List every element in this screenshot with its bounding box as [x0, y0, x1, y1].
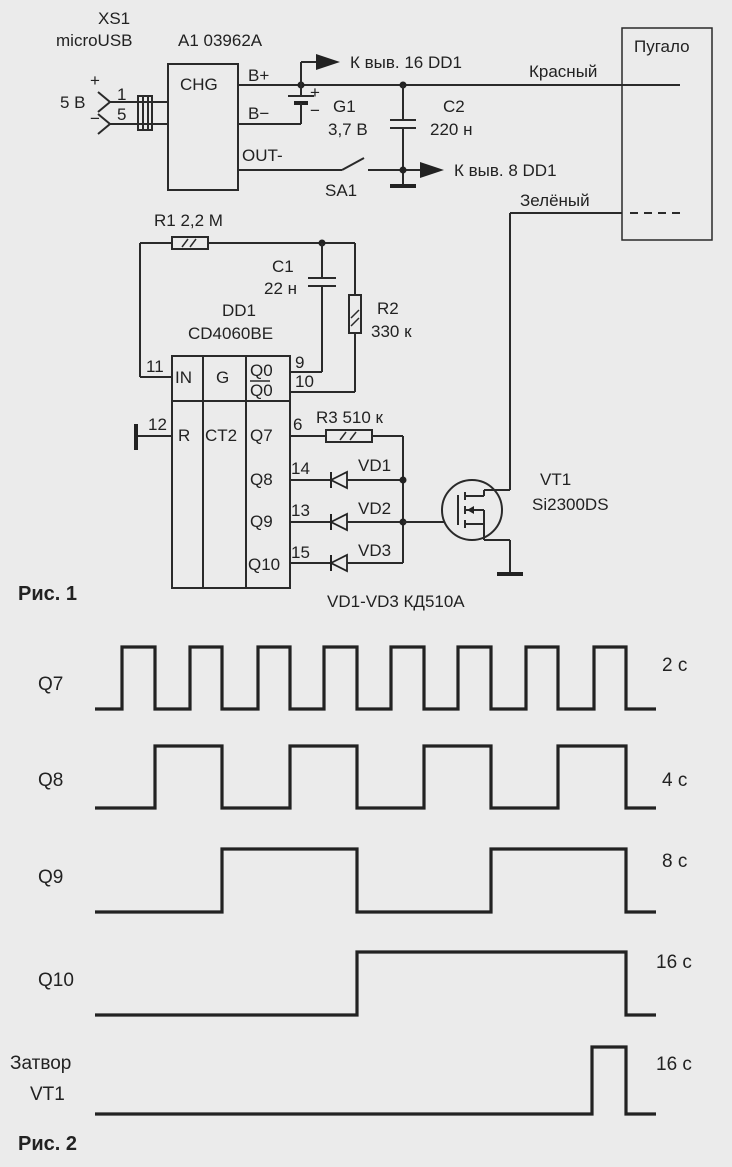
- dd1-pin-q7: Q7: [250, 426, 273, 445]
- vd3-diode-symbol: [290, 553, 403, 573]
- c1-capacitor-symbol: [290, 243, 336, 373]
- dd1-pin-in: IN: [175, 368, 192, 387]
- signal-q8-label: Q8: [38, 770, 63, 791]
- dd1-type-label: CD4060BE: [188, 324, 273, 343]
- a1-charger-module: [167, 63, 239, 191]
- pin-number-10: 10: [295, 372, 314, 391]
- g1-plus-sign: +: [310, 83, 320, 102]
- signal-gate-label: Затвор: [10, 1053, 71, 1074]
- pin-number-13: 13: [291, 501, 310, 520]
- r3-resistor-symbol: [290, 429, 404, 563]
- junction-dot: [399, 476, 407, 484]
- vd1-label: VD1: [358, 456, 391, 475]
- a1-chg-label: CHG: [180, 75, 218, 94]
- vd3-label: VD3: [358, 541, 391, 560]
- r3-label: R3 510 к: [316, 408, 384, 427]
- xs1-connector-symbol: [97, 91, 168, 135]
- a1-label: A1 03962A: [178, 31, 263, 50]
- xs1-plus-sign: +: [90, 71, 100, 90]
- c2-label: C2: [443, 97, 465, 116]
- supply-voltage-label: 5 В: [60, 93, 86, 112]
- signal-q7-period: 2 с: [662, 655, 687, 676]
- scarecrow-box: [621, 27, 713, 241]
- signal-q7-waveform: [95, 645, 656, 711]
- signal-q9-label: Q9: [38, 867, 63, 888]
- bplus-label: B+: [248, 66, 269, 85]
- bminus-label: B−: [248, 104, 269, 123]
- dd1-pin-q9: Q9: [250, 512, 273, 531]
- c2-value-label: 220 н: [430, 120, 472, 139]
- vd2-label: VD2: [358, 499, 391, 518]
- dd1-pin-q8: Q8: [250, 470, 273, 489]
- c1-value-label: 22 н: [264, 279, 297, 298]
- dd1-chip: [171, 355, 291, 589]
- signal-q8-period: 4 с: [662, 770, 687, 791]
- xs1-label: XS1: [98, 9, 130, 28]
- g1-voltage-label: 3,7 В: [328, 120, 368, 139]
- r2-value-label: 330 к: [371, 322, 412, 341]
- pin-number-15: 15: [291, 543, 310, 562]
- vd2-diode-symbol: [290, 512, 403, 532]
- pin-number-11: 11: [146, 357, 164, 376]
- xs1-minus-sign: −: [90, 109, 100, 128]
- pin-number-6: 6: [293, 415, 302, 434]
- signal-q10-label: Q10: [38, 970, 74, 991]
- pin-number-9: 9: [295, 353, 304, 372]
- signal-q7-label: Q7: [38, 674, 63, 695]
- vd1-diode-symbol: [290, 470, 403, 490]
- r1-label: R1 2,2 М: [154, 211, 223, 230]
- signal-gate-waveform: [95, 1045, 656, 1116]
- signal-q10-waveform: [95, 950, 656, 1017]
- r2-resistor-symbol: [290, 243, 362, 393]
- g1-minus-sign: −: [310, 101, 320, 120]
- c1-label: C1: [272, 257, 294, 276]
- arrow-pin16-label: К выв. 16 DD1: [350, 53, 462, 72]
- vt1-type-label: Si2300DS: [532, 495, 609, 514]
- signal-q9-waveform: [95, 847, 656, 914]
- signal-q9-period: 8 с: [662, 851, 687, 872]
- junction-dot: [399, 166, 407, 174]
- signal-gate-period: 16 с: [656, 1054, 692, 1075]
- vd-group-label: VD1-VD3 КД510А: [327, 592, 465, 611]
- green-wire-label: Зелёный: [520, 191, 590, 210]
- circuit-schematic: XS1 microUSB 5 В + − 1 5 A1 03962A CHG B…: [18, 9, 713, 611]
- dd1-pin-q0: Q0: [250, 361, 273, 380]
- red-wire-label: Красный: [529, 62, 597, 81]
- arrow-to-pin16: [316, 54, 340, 70]
- c2-capacitor-symbol: [390, 85, 416, 188]
- r1-resistor-symbol: [140, 236, 355, 250]
- arrow-pin8-label: К выв. 8 DD1: [454, 161, 557, 180]
- dd1-pin-g: G: [216, 368, 229, 387]
- sa1-label: SA1: [325, 181, 357, 200]
- g1-battery-symbol: [238, 85, 314, 125]
- dd1-label: DD1: [222, 301, 256, 320]
- figure2-caption: Рис. 2: [18, 1133, 77, 1155]
- timing-diagram: Q7 2 с Q8 4 с Q9 8 с Q10 16 с Затвор VT1…: [10, 645, 692, 1155]
- dd1-pin-q0-inverted: Q0: [250, 381, 273, 400]
- sa1-switch-symbol: [341, 157, 365, 171]
- dd1-pin-r: R: [178, 426, 190, 445]
- pin-number-12: 12: [148, 415, 167, 434]
- g1-label: G1: [333, 97, 356, 116]
- xs1-pin1-number: 1: [117, 85, 126, 104]
- arrow-to-pin8: [420, 162, 444, 178]
- signal-q8-waveform: [95, 744, 656, 810]
- vt1-mosfet-symbol: [441, 479, 523, 576]
- r2-label: R2: [377, 299, 399, 318]
- scarecrow-label: Пугало: [634, 37, 690, 56]
- xs1-pin5-number: 5: [117, 105, 126, 124]
- dd1-pin-q10: Q10: [248, 555, 280, 574]
- xs1-type-label: microUSB: [56, 31, 133, 50]
- signal-gate-label-line2: VT1: [30, 1084, 65, 1105]
- signal-q10-period: 16 с: [656, 952, 692, 973]
- figure1-caption: Рис. 1: [18, 583, 77, 605]
- vt1-label: VT1: [540, 470, 571, 489]
- pin-number-14: 14: [291, 459, 310, 478]
- out-label: OUT-: [242, 146, 283, 165]
- dd1-pin-ct2: CT2: [205, 426, 237, 445]
